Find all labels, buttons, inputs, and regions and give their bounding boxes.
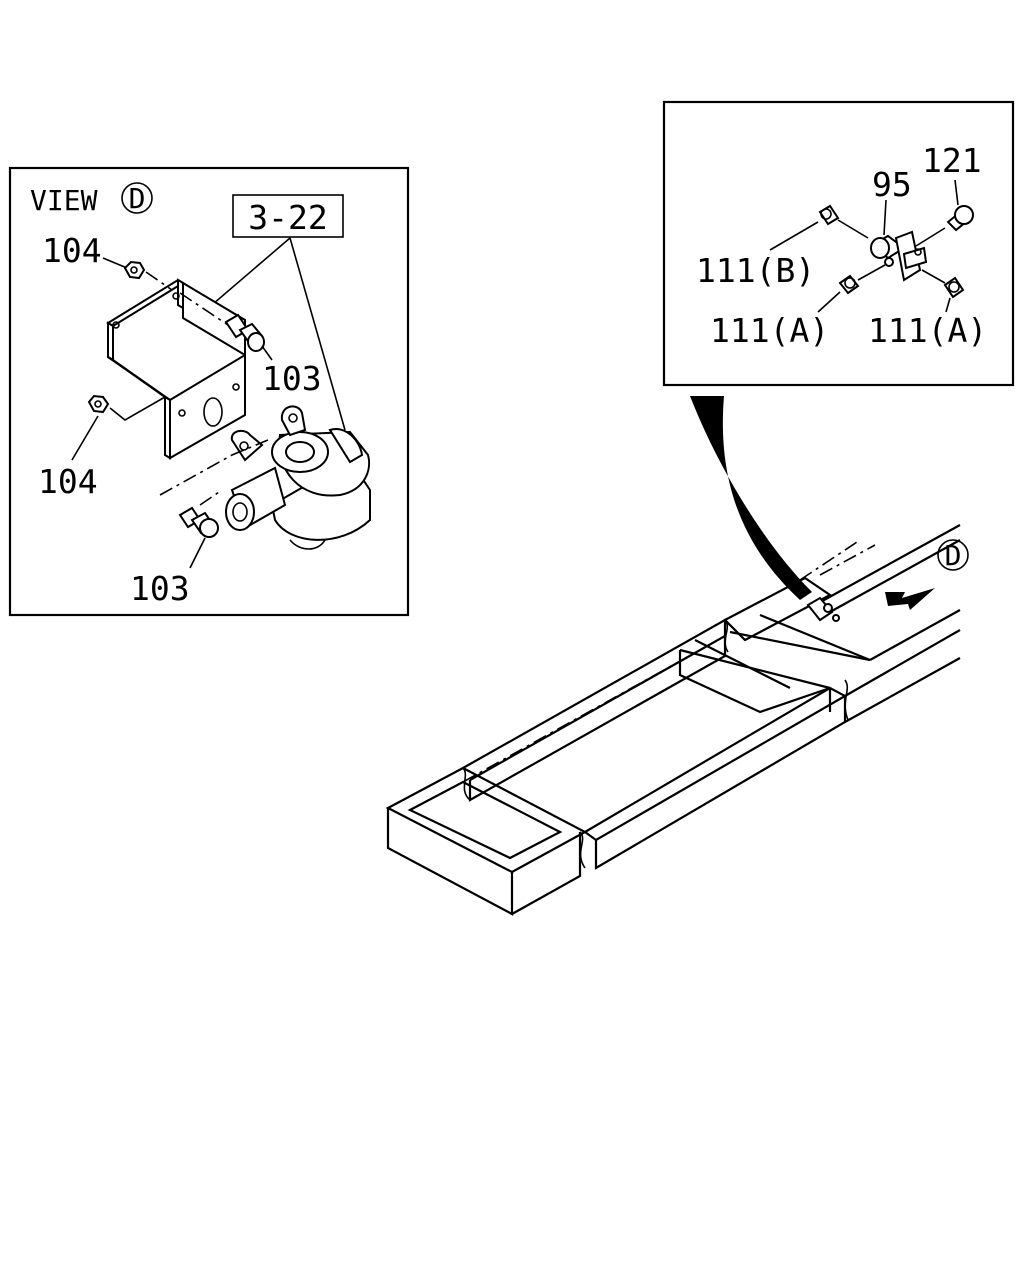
- bolt-111b: [818, 204, 840, 226]
- leader-104-bottom: [71, 415, 99, 461]
- callout-95: 95: [872, 165, 912, 204]
- leader-103-bottom: [189, 537, 206, 569]
- view-title-circle-letter: D: [129, 182, 146, 215]
- ref-box-label: 3-22: [248, 198, 327, 237]
- leader-103-right: [261, 345, 273, 361]
- nut-104-bottom: [87, 394, 110, 414]
- nut-104-top: [123, 260, 146, 280]
- bolt-111a-right: [943, 276, 965, 299]
- callout-111b: 111(B): [696, 251, 815, 290]
- detail-frame: [662, 100, 1015, 387]
- detail-panel: 95 121 111(B) 111(A) 111(A): [662, 100, 1015, 387]
- view-d-marker-circle: [937, 539, 969, 571]
- view-title-prefix: VIEW: [30, 184, 98, 217]
- callout-111a-left: 111(A): [710, 311, 829, 350]
- callout-111a-right: 111(A): [868, 311, 987, 350]
- callout-121: 121: [922, 141, 982, 180]
- callout-104-bottom: 104: [38, 462, 98, 501]
- bolt-111a-left: [838, 274, 860, 295]
- frame-clip: [806, 596, 840, 622]
- callout-104-top: 104: [42, 231, 102, 270]
- chassis-frame: D: [385, 524, 969, 916]
- bolt-121: [946, 205, 974, 232]
- view-d-arrow: [885, 588, 935, 610]
- leader-111a-right: [945, 297, 951, 313]
- mounting-bracket: [106, 278, 246, 460]
- view-d-panel: VIEW D 3-22: [8, 166, 410, 617]
- detail-connector: [690, 396, 812, 600]
- bolt-103-bottom: [178, 506, 219, 538]
- view-d-marker: D: [945, 539, 962, 572]
- leader-104-top: [102, 257, 128, 269]
- valve-body: [225, 405, 371, 550]
- leader-95: [883, 199, 887, 236]
- callout-103-right: 103: [262, 359, 322, 398]
- nut-104-bottom-link: [109, 396, 166, 421]
- clip-part-95: [870, 230, 928, 282]
- bolt-103-right: [224, 313, 265, 352]
- leader-111b: [769, 221, 819, 251]
- callout-103-bottom: 103: [130, 569, 190, 608]
- leader-111a-left: [817, 291, 841, 313]
- leader-121: [954, 179, 959, 206]
- ref-box: [232, 194, 344, 238]
- view-title-circle: [121, 182, 153, 214]
